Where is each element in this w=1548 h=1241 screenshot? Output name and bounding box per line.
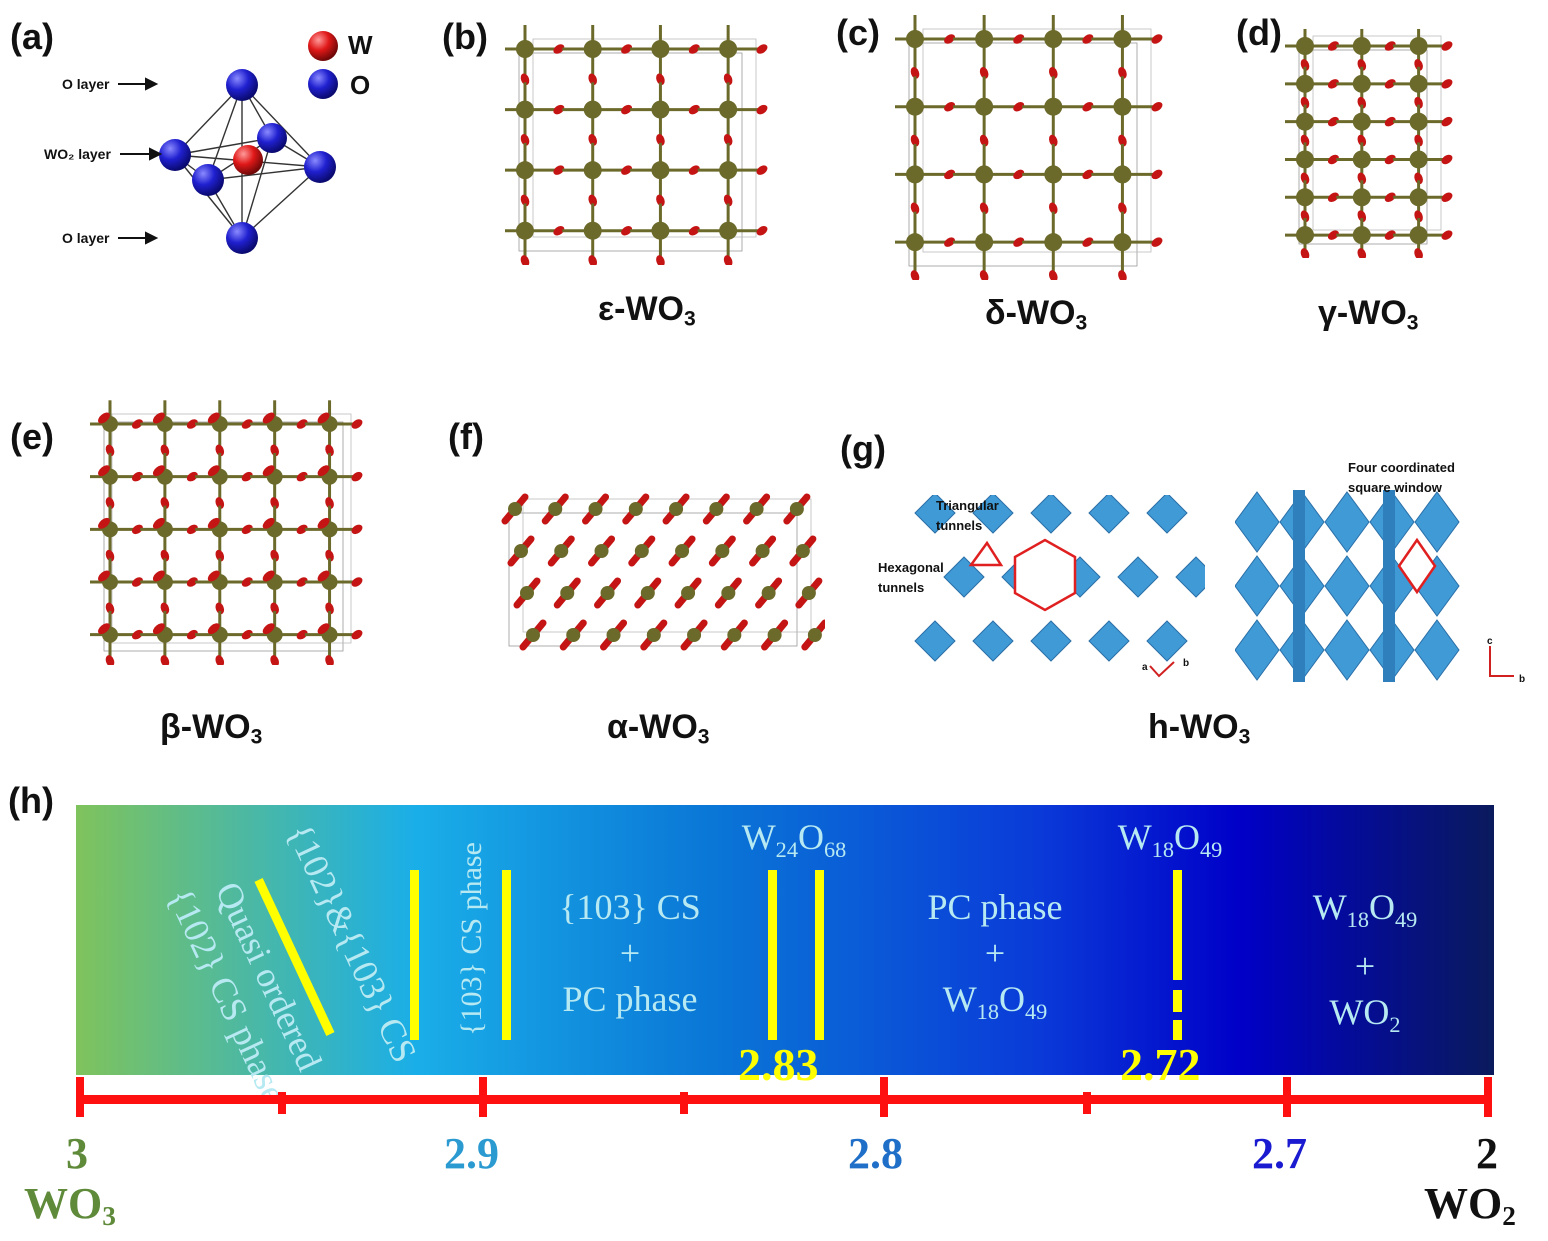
oxidation-phase-bar <box>76 805 1494 1075</box>
tick-2-9 <box>479 1077 487 1117</box>
axis-b2-label: b <box>1519 674 1526 685</box>
boundary-line-5 <box>815 870 824 1040</box>
h-wo3-square-window-view <box>1235 490 1460 682</box>
o-atom-bottom <box>226 222 258 254</box>
panel-a-label: (a) <box>10 16 54 57</box>
alpha-wo3-title: α-WO3 <box>607 708 710 749</box>
h-wo3-title: h-WO3 <box>1148 708 1251 749</box>
tick-label-2-9: 2.9 <box>444 1129 499 1178</box>
panel-d-label: (d) <box>1236 12 1282 53</box>
tick-2-7 <box>1283 1077 1291 1117</box>
cs103-pc-label: {103} CS+PC phase <box>559 887 701 1019</box>
octahedron-diagram <box>118 31 338 254</box>
tick-3 <box>76 1077 84 1117</box>
delta-wo3-structure <box>895 15 1163 280</box>
square-window-label: Four coordinated square window <box>1348 460 1455 495</box>
mark-2-83: 2.83 <box>738 1039 819 1090</box>
beta-wo3-structure <box>90 400 363 665</box>
panel-c-label: (c) <box>836 12 880 53</box>
tick-minor-2 <box>680 1092 688 1114</box>
tick-label-2-7: 2.7 <box>1252 1129 1307 1178</box>
boundary-dash-1 <box>1173 990 1182 1012</box>
boundary-line-4 <box>768 870 777 1040</box>
pc-w18o49-label: PC phase+ W18O49 <box>927 887 1063 1025</box>
o-atom-top <box>226 69 258 101</box>
hexagonal-tunnels-label: Hexagonal tunnels <box>878 560 944 595</box>
legend-w-icon <box>308 31 338 61</box>
panel-g-label: (g) <box>840 428 886 469</box>
w18o49-label: W18O49 <box>1117 817 1223 863</box>
triangular-tunnels-label: Triangular tunnels <box>936 498 999 533</box>
o-atom-back <box>257 123 287 153</box>
beta-wo3-title: β-WO3 <box>160 708 263 749</box>
w-atom-center <box>233 145 263 175</box>
h-wo3-hexagonal-view <box>914 495 1205 662</box>
panel-f-label: (f) <box>448 416 484 457</box>
legend-o-icon <box>308 69 338 99</box>
cs-103-phase-label: {103} CS phase <box>455 842 488 1036</box>
boundary-line-6 <box>1173 870 1182 980</box>
axis-b-label: b <box>1183 658 1190 669</box>
o-atom-front <box>192 164 224 196</box>
epsilon-wo3-title: ε-WO3 <box>598 290 696 331</box>
epsilon-wo3-structure <box>505 25 768 265</box>
mark-2-72: 2.72 <box>1120 1039 1201 1090</box>
panel-e-label: (e) <box>10 416 54 457</box>
o-layer-top-label: O layer <box>62 76 110 92</box>
wo3-end-label: WO3 <box>24 1179 116 1231</box>
gamma-wo3-structure <box>1285 28 1453 258</box>
tick-label-2: 2 <box>1476 1129 1498 1178</box>
legend-o-label: O <box>350 70 371 100</box>
delta-wo3-title: δ-WO3 <box>985 294 1088 335</box>
boundary-dash-2 <box>1173 1020 1182 1040</box>
tick-2-8 <box>880 1077 888 1117</box>
o-atom-left <box>159 139 191 171</box>
panel-b-label: (b) <box>442 16 488 57</box>
tick-2 <box>1484 1077 1492 1117</box>
legend-w-label: W <box>348 30 373 60</box>
tick-minor-1 <box>278 1092 286 1114</box>
axis-c-label: c <box>1487 636 1493 647</box>
axis-ab-icon <box>1149 661 1175 678</box>
o-atom-right <box>304 151 336 183</box>
wo2-layer-label: WO₂ layer <box>44 146 111 162</box>
gamma-wo3-title: γ-WO3 <box>1318 294 1419 335</box>
tick-label-3: 3 <box>66 1129 88 1178</box>
wo2-end-label: WO2 <box>1424 1179 1516 1231</box>
w24o68-label: W24O68 <box>741 817 847 863</box>
axis-a-label: a <box>1142 662 1148 673</box>
axis-line <box>78 1095 1492 1104</box>
boundary-line-2 <box>410 870 419 1040</box>
alpha-wo3-structure <box>501 493 825 651</box>
boundary-line-3 <box>502 870 511 1040</box>
tick-label-2-8: 2.8 <box>848 1129 903 1178</box>
o-layer-bottom-label: O layer <box>62 230 110 246</box>
w18o49-wo2-label: W18O49 + WO2 <box>1312 887 1418 1038</box>
tick-minor-3 <box>1083 1092 1091 1114</box>
panel-h-label: (h) <box>8 780 54 821</box>
axis-cb-icon <box>1489 646 1514 677</box>
